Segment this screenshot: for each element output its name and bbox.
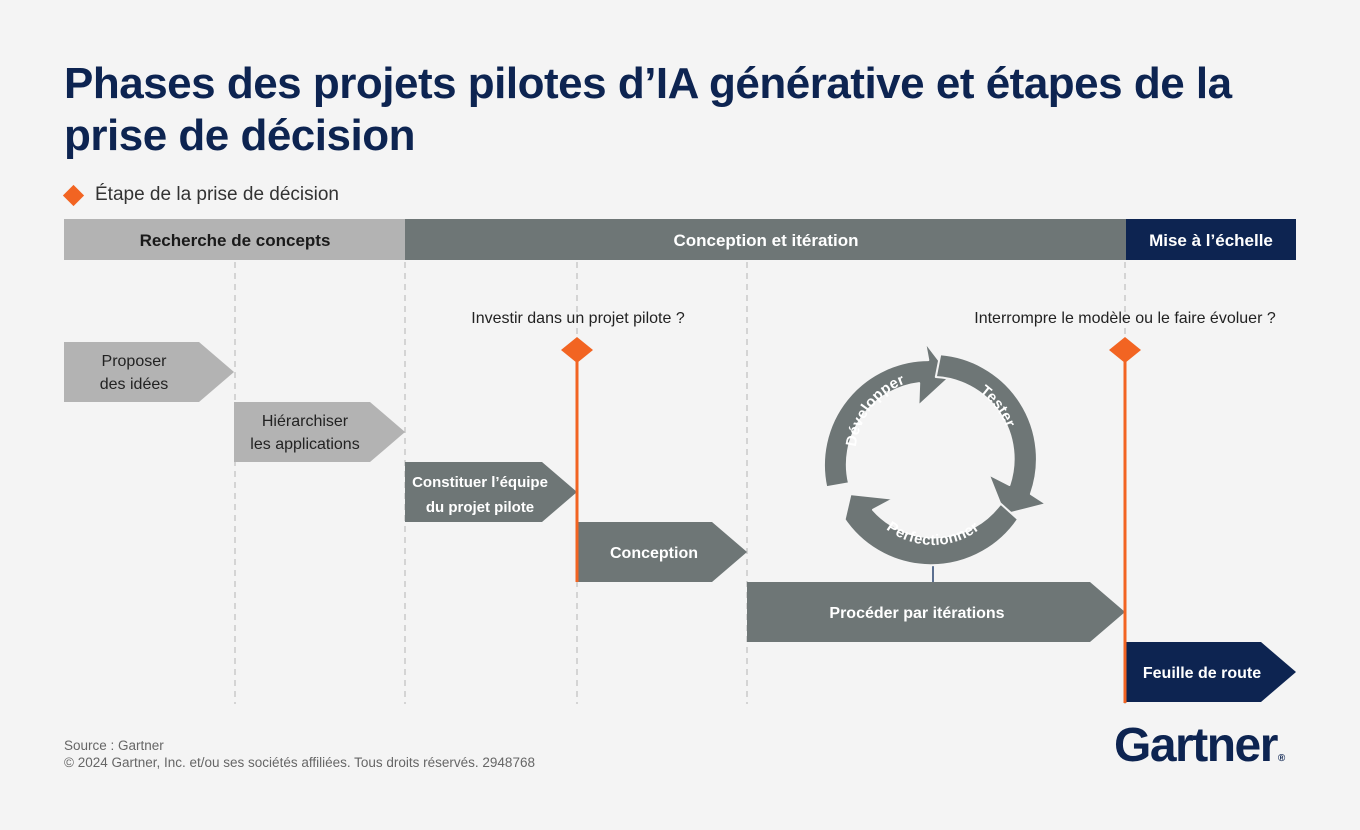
step-label: Feuille de route bbox=[1143, 665, 1261, 682]
legend-label: Étape de la prise de décision bbox=[95, 184, 339, 205]
step-label-line: les applications bbox=[250, 436, 359, 453]
page-title: Phases des projets pilotes d’IA générati… bbox=[64, 59, 1232, 160]
cycle-arrow-develop bbox=[822, 341, 952, 489]
step-arrow-shape bbox=[577, 522, 747, 582]
step-arrows: Proposer des idées Hiérarchiser les appl… bbox=[64, 342, 1296, 702]
source-note: Source : Gartner © 2024 Gartner, Inc. et… bbox=[64, 737, 535, 771]
decision-diamond-icon bbox=[561, 337, 593, 363]
decision-scale: Interrompre le modèle ou le faire évolue… bbox=[974, 310, 1276, 703]
phase-header: Recherche de concepts Conception et itér… bbox=[64, 219, 1296, 260]
iteration-cycle: Développer Tester Perfectionner bbox=[822, 341, 1048, 582]
step-hierarchiser: Hiérarchiser les applications bbox=[234, 402, 405, 462]
gartner-logo: Gartner® bbox=[1114, 718, 1285, 773]
step-arrow-shape bbox=[405, 462, 577, 522]
legend: Étape de la prise de décision bbox=[62, 184, 339, 206]
step-label: Procéder par itérations bbox=[829, 605, 1004, 622]
registered-mark: ® bbox=[1277, 753, 1285, 764]
phase-band-concepts bbox=[64, 219, 405, 260]
step-arrow-shape bbox=[747, 582, 1125, 642]
step-label-line: Constituer l’équipe bbox=[412, 474, 548, 491]
step-equipe: Constituer l’équipe du projet pilote bbox=[405, 462, 577, 522]
phase-label-conception: Conception et itération bbox=[673, 231, 858, 250]
phase-band-scale bbox=[1126, 219, 1296, 260]
step-iterations: Procéder par itérations bbox=[747, 582, 1125, 642]
copyright-line: © 2024 Gartner, Inc. et/ou ses sociétés … bbox=[64, 755, 535, 770]
cycle-arrow-refine bbox=[839, 493, 1019, 567]
phase-label-scale: Mise à l’échelle bbox=[1149, 231, 1273, 250]
decision-invest: Investir dans un projet pilote ? bbox=[471, 310, 685, 582]
step-arrow-shape bbox=[234, 402, 405, 462]
step-label-line: des idées bbox=[100, 376, 169, 393]
decision-question: Interrompre le modèle ou le faire évolue… bbox=[974, 310, 1276, 327]
phase-band-conception bbox=[405, 219, 1126, 260]
decision-points: Investir dans un projet pilote ? Interro… bbox=[471, 310, 1276, 703]
step-label: Conception bbox=[610, 545, 698, 562]
decision-question: Investir dans un projet pilote ? bbox=[471, 310, 685, 327]
source-line: Source : Gartner bbox=[64, 738, 164, 753]
phase-label-concepts: Recherche de concepts bbox=[140, 231, 331, 250]
logo-text: Gartner bbox=[1114, 719, 1278, 772]
step-arrow-shape bbox=[64, 342, 234, 402]
decision-diamond-icon bbox=[1109, 337, 1141, 363]
step-conception: Conception bbox=[577, 522, 747, 582]
step-feuille-de-route: Feuille de route bbox=[1126, 642, 1296, 702]
step-arrow-shape bbox=[1126, 642, 1296, 702]
step-label-line: du projet pilote bbox=[426, 499, 534, 516]
cycle-arrow-test bbox=[934, 353, 1048, 516]
step-label-line: Proposer bbox=[102, 353, 168, 370]
step-label-line: Hiérarchiser bbox=[262, 413, 349, 430]
step-proposer: Proposer des idées bbox=[64, 342, 234, 402]
